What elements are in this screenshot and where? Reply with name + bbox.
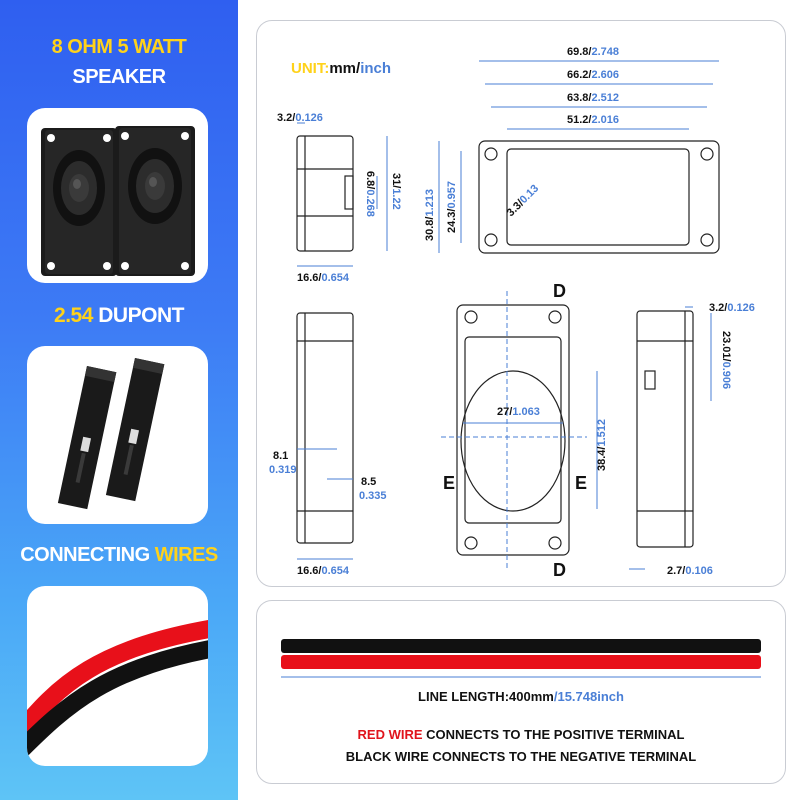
wires-title-word2: WIRES xyxy=(154,544,219,566)
dim-front-outer: 66.2/2.606 xyxy=(567,69,619,81)
red-wire-label: RED WIRE xyxy=(357,727,423,742)
svg-text:UNIT:mm/inch: UNIT:mm/inch xyxy=(291,60,391,77)
dim-side-height: 31/1.22 xyxy=(390,173,402,210)
wires-title: CONNECTING WIRES xyxy=(0,544,238,567)
line-length-mm: 400mm xyxy=(509,689,554,704)
dimension-drawing: UNIT:mm/inch 3.2/0.126 16.6/0.654 6.8/0.… xyxy=(269,46,755,580)
speaker-title-line2: SPEAKER xyxy=(72,66,166,88)
unit-slash: / xyxy=(356,60,361,77)
wire-panel: LINE LENGTH:400mm/15.748inch RED WIRE CO… xyxy=(256,600,786,784)
unit-mm: mm xyxy=(329,60,356,77)
side-view-right xyxy=(636,310,694,548)
dim-cone-height: 38.4/1.512 xyxy=(596,419,608,471)
dim-side-depth: 16.6/0.654 xyxy=(297,272,350,284)
speaker-title-line1: 8 OHM 5 WATT xyxy=(51,36,187,58)
unit-inch: inch xyxy=(360,60,391,77)
speaker-photo-card xyxy=(27,108,208,283)
dim-right-bottom: 2.7/0.106 xyxy=(667,565,713,577)
side-view-bottom xyxy=(296,312,354,544)
front-view-top xyxy=(478,140,720,254)
line-length-sep: / xyxy=(553,689,558,704)
red-wire-text: CONNECTS TO THE POSITIVE TERMINAL xyxy=(422,727,685,742)
black-wire xyxy=(281,639,761,653)
section-label-top: D xyxy=(553,281,566,301)
section-label-bottom: D xyxy=(553,560,566,580)
divider xyxy=(238,0,244,800)
red-wire-note: RED WIRE CONNECTS TO THE POSITIVE TERMIN… xyxy=(257,727,785,742)
dim-cone-width: 27/1.063 xyxy=(497,406,540,418)
wire-photo-card xyxy=(27,586,208,766)
dim-bottom-side-a-inch: 0.319 xyxy=(269,464,297,476)
front-view-bottom xyxy=(456,304,570,556)
dimension-drawing-panel: UNIT:mm/inch 3.2/0.126 16.6/0.654 6.8/0.… xyxy=(256,20,786,587)
dim-front-height: 30.8/1.213 xyxy=(424,189,436,241)
dupont-title: 2.54 DUPONT xyxy=(0,304,238,328)
dim-bottom-side-b-inch: 0.335 xyxy=(359,490,387,502)
section-label-left: E xyxy=(443,473,455,493)
wire-drawing xyxy=(281,639,761,678)
dim-bottom-side-b: 8.5 xyxy=(361,476,376,488)
dim-front-overall: 69.8/2.748 xyxy=(567,46,619,58)
line-length-inch: 15.748inch xyxy=(557,689,624,704)
dupont-title-num: 2.54 xyxy=(54,304,93,327)
red-wire xyxy=(281,655,761,669)
dim-right-height: 23.01/0.906 xyxy=(720,331,732,389)
unit-label: UNIT: xyxy=(291,60,329,77)
dim-right-top: 3.2/0.126 xyxy=(709,302,755,314)
section-label-right: E xyxy=(575,473,587,493)
line-length-prefix: LINE LENGTH: xyxy=(418,689,510,704)
dim-front-body: 51.2/2.016 xyxy=(567,114,619,126)
dim-bottom-side-depth: 16.6/0.654 xyxy=(297,565,350,577)
dupont-title-word: DUPONT xyxy=(98,304,184,327)
side-view-top xyxy=(296,135,354,252)
speaker-pair-photo xyxy=(41,126,195,276)
dim-front-inner-height: 24.3/0.957 xyxy=(446,181,458,233)
dim-side-thickness: 3.2/0.126 xyxy=(277,112,323,124)
wires-title-word1: CONNECTING xyxy=(20,544,150,566)
dim-bottom-side-a: 8.1 xyxy=(273,450,288,462)
dim-front-holes: 63.8/2.512 xyxy=(567,92,619,104)
line-length: LINE LENGTH:400mm/15.748inch xyxy=(257,689,785,704)
dupont-connector-photo xyxy=(57,358,165,510)
dim-hole-dia: 3.3/0.13 xyxy=(505,183,542,220)
dim-side-slot: 6.8/0.268 xyxy=(364,171,376,217)
black-wire-note: BLACK WIRE CONNECTS TO THE NEGATIVE TERM… xyxy=(345,749,697,764)
dupont-photo-card xyxy=(27,346,208,524)
red-black-wire-photo xyxy=(27,620,208,757)
